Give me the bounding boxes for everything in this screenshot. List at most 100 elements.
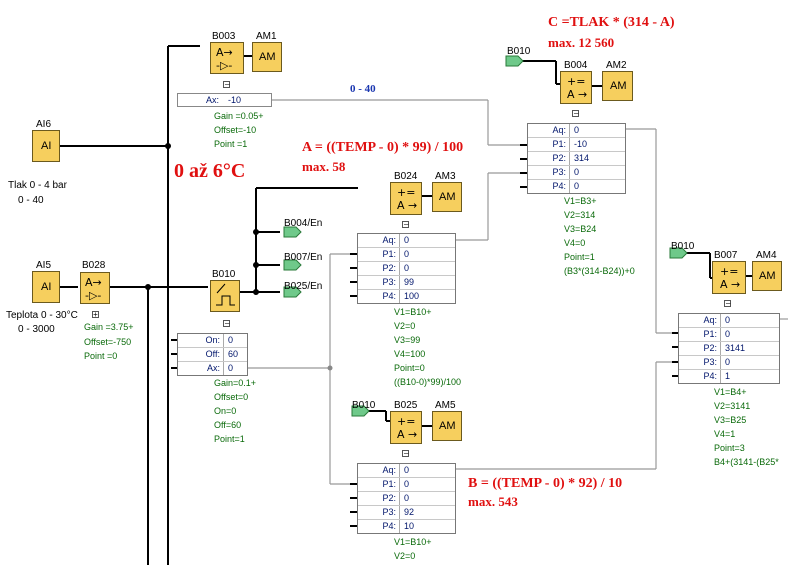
b007-v1: V1=B4+ [714,387,747,397]
b004-v3: V3=B24 [564,224,597,234]
b010-block[interactable] [210,280,240,312]
b007-v4: V4=1 [714,429,736,439]
flag-b007-en: B007/En [284,252,323,263]
b024-label: B024 [394,171,418,182]
b028-label: B028 [82,260,106,271]
b010-offset: Offset=0 [214,392,249,402]
b028-block[interactable]: A→ -▷- [80,272,110,304]
max-b-note: max. 543 [468,494,518,509]
b024-v2: V2=0 [394,321,416,331]
b025-label: B025 [394,400,418,411]
am3-block[interactable]: AM [432,182,462,212]
b010-label: B010 [212,269,236,280]
ai5-block[interactable]: AI [32,271,60,303]
b003-ax-row[interactable]: Ax: -10 [177,93,272,107]
max-c-note: max. 12 560 [548,35,615,50]
collapse-icon[interactable]: − [223,80,231,89]
b028-gain: Gain =3.75+ [84,322,134,332]
max-a-note: max. 58 [302,159,346,174]
am2-text: AM [610,80,627,92]
am1-block[interactable]: AM [252,42,282,72]
b003-sym2: -▷- [216,59,233,72]
b004-sym2: A → [567,88,588,101]
b007-v2: V2=3141 [714,401,751,411]
am2-block[interactable]: AM [602,71,633,101]
b007-block[interactable]: += A → [712,261,746,294]
threshold-icon [216,283,235,306]
b007-param-table[interactable]: Aq:0 P1:0 P2:3141 P3:0 P4:1 [678,313,780,384]
b010-param-table[interactable]: On: 0 Off: 60 Ax: 0 [177,333,248,376]
ai6-range: 0 - 40 [18,195,44,206]
am5-label: AM5 [435,400,456,411]
b025-v1: V1=B10+ [394,537,432,547]
formula-a-note: A = ((TEMP - 0) * 99) / 100 [302,140,464,155]
ai5-label: AI5 [36,260,52,271]
expand-icon[interactable]: + [92,310,99,319]
formula-b-note: B = ((TEMP - 0) * 92) / 10 [468,476,623,491]
b025-v2: V2=0 [394,551,416,561]
ai6-label: AI6 [36,119,52,130]
am5-block[interactable]: AM [432,411,462,441]
b025-sym1: += [397,415,416,428]
ai5-text: AI [41,281,52,293]
b024-v3: V3=99 [394,335,421,345]
am4-block[interactable]: AM [752,261,782,291]
b010-row-ax: Ax: 0 [178,362,247,376]
b010-point: Point=1 [214,434,245,444]
b028-point: Point =0 [84,351,118,361]
ai5-range: 0 - 3000 [18,324,55,335]
flag-b010-mid: B010 [671,241,695,252]
range-note: 0 - 40 [350,83,376,95]
collapse-icon[interactable]: − [223,319,231,328]
collapse-icon[interactable]: − [402,449,410,458]
am1-label: AM1 [256,31,277,42]
formula-c-note: C =TLAK * (314 - A) [548,15,675,30]
b004-param-table[interactable]: Aq:0 P1:-10 P2:314 P3:0 P4:0 [527,123,626,194]
b004-v2: V2=314 [564,210,596,220]
am4-label: AM4 [756,250,777,261]
b007-label: B007 [714,250,738,261]
am3-label: AM3 [435,171,456,182]
b004-sym1: += [567,75,586,88]
collapse-icon[interactable]: − [572,109,580,118]
b028-sym1: A→ [85,276,102,289]
b010-gain: Gain=0.1+ [214,378,257,388]
collapse-icon[interactable]: − [724,299,732,308]
b004-v4: V4=0 [564,238,586,248]
b007-sym2: A → [720,278,741,291]
b004-block[interactable]: += A → [560,71,592,104]
b025-param-table[interactable]: Aq:0 P1:0 P2:0 P3:92 P4:10 [357,463,456,534]
ai5-desc: Teplota 0 - 30°C [6,310,78,321]
b024-sym1: += [397,186,416,199]
b024-param-table[interactable]: Aq:0 P1:0 P2:0 P3:99 P4:100 [357,233,456,304]
ai6-text: AI [41,140,52,152]
ai6-desc: Tlak 0 - 4 bar [8,180,67,191]
temp-range-note: 0 až 6°C [174,160,246,182]
ai6-block[interactable]: AI [32,130,60,162]
b024-block[interactable]: += A → [390,182,422,215]
b028-offset: Offset=-750 [84,337,132,347]
b003-point: Point =1 [214,139,248,149]
b003-label: B003 [212,31,236,42]
am2-label: AM2 [606,60,627,71]
flag-b010-top: B010 [507,46,531,57]
flag-b010-bot: B010 [352,400,376,411]
b007-sym1: += [720,265,739,278]
b024-v1: V1=B10+ [394,307,432,317]
b010-row-off: Off: 60 [178,348,247,362]
b004-label: B004 [564,60,588,71]
b004-expr: (B3*(314-B24))+0 [564,266,635,276]
am4-text: AM [759,270,776,282]
b003-block[interactable]: A→ -▷- [210,42,244,74]
b003-sym1: A→ [216,46,233,59]
b003-offset: Offset=-10 [214,125,257,135]
b010-off: Off=60 [214,420,242,430]
b003-ax-value: -10 [228,95,242,105]
collapse-icon[interactable]: − [402,220,410,229]
flag-b004-en: B004/En [284,218,323,229]
b010-on: On=0 [214,406,237,416]
b007-expr: B4+(3141-(B25* [714,457,779,467]
b025-block[interactable]: += A → [390,411,422,444]
b003-ax-name: Ax: [206,95,220,105]
